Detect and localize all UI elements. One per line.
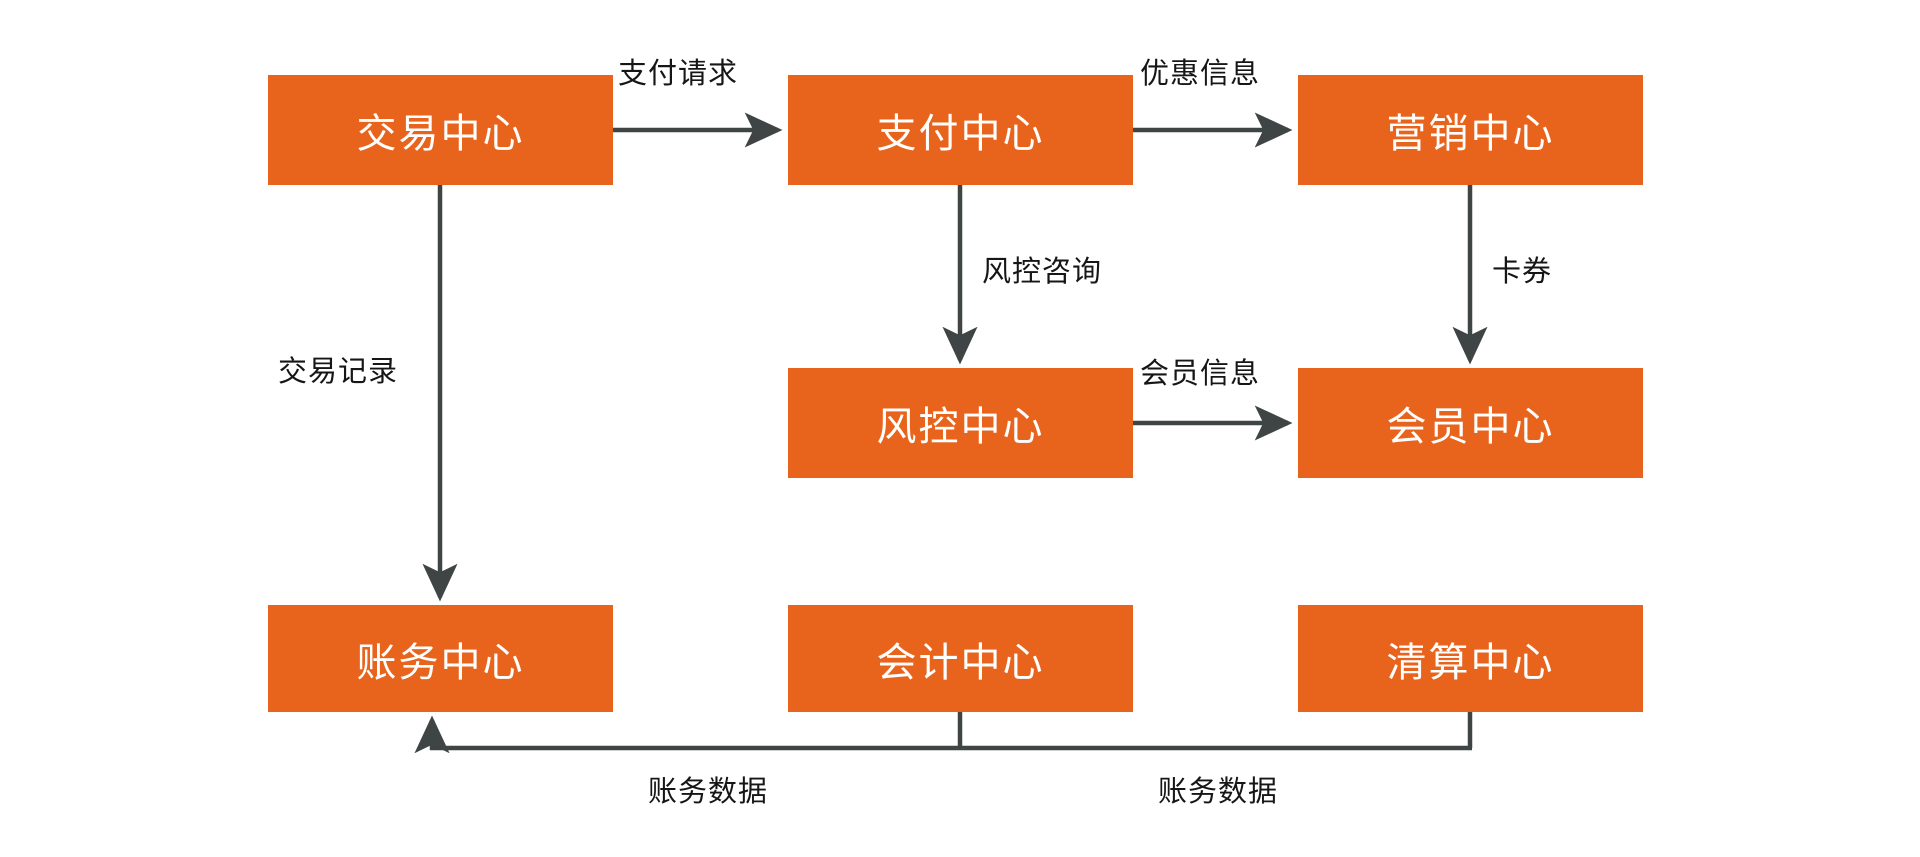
node-label: 营销中心 bbox=[1386, 112, 1555, 156]
node-account-center[interactable]: 账务中心 bbox=[268, 605, 613, 712]
node-clearing-center[interactable]: 清算中心 bbox=[1298, 605, 1643, 712]
node-risk-control-center[interactable]: 风控中心 bbox=[788, 368, 1133, 478]
edge-label-promo-info: 优惠信息 bbox=[1140, 58, 1261, 90]
edge-label-risk-query: 风控咨询 bbox=[982, 256, 1103, 288]
edge-label-account-data-right: 账务数据 bbox=[1158, 776, 1279, 808]
node-label: 清算中心 bbox=[1386, 640, 1555, 685]
node-payment-center[interactable]: 支付中心 bbox=[788, 75, 1133, 185]
connector-account-data-bus bbox=[414, 712, 1473, 754]
node-label: 支付中心 bbox=[876, 112, 1045, 156]
node-label: 交易中心 bbox=[356, 112, 525, 156]
edge-label-pay-request: 支付请求 bbox=[618, 58, 739, 90]
node-label: 会员中心 bbox=[1386, 405, 1555, 449]
node-member-center[interactable]: 会员中心 bbox=[1298, 368, 1643, 478]
node-finance-center[interactable]: 会计中心 bbox=[788, 605, 1133, 712]
edge-label-coupon: 卡券 bbox=[1492, 256, 1553, 288]
edge-label-member-info: 会员信息 bbox=[1140, 358, 1261, 390]
edge-label-trade-record: 交易记录 bbox=[278, 356, 399, 388]
node-label: 会计中心 bbox=[876, 640, 1045, 685]
node-label: 账务中心 bbox=[356, 640, 525, 685]
node-marketing-center[interactable]: 营销中心 bbox=[1298, 75, 1643, 185]
node-trade-center[interactable]: 交易中心 bbox=[268, 75, 613, 185]
edge-label-account-data-left: 账务数据 bbox=[648, 776, 769, 808]
node-label: 风控中心 bbox=[876, 405, 1045, 449]
